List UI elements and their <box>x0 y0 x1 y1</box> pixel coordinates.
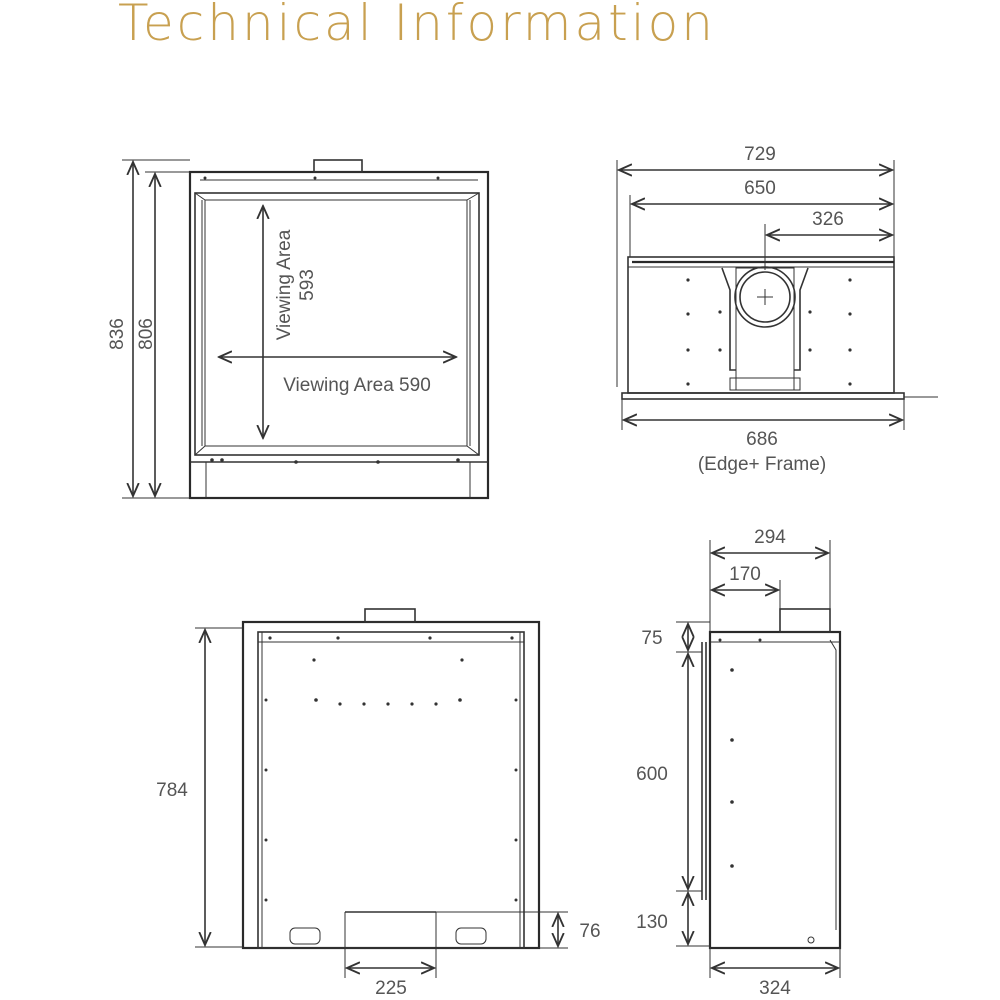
dim-75-label: 75 <box>641 628 662 649</box>
dim-686-label: 686 <box>746 429 778 450</box>
side-view: 294 170 75 600 130 324 <box>636 527 842 999</box>
side-flue-stub <box>779 608 831 633</box>
dim-130-label: 130 <box>636 912 668 933</box>
dim-76-label: 76 <box>579 921 600 942</box>
rear-body <box>257 631 525 949</box>
front-viewing-area <box>204 199 468 447</box>
viewing-width-label: Viewing Area 590 <box>283 375 431 396</box>
top-view: 729 650 326 686 (Edge+ Frame) <box>616 144 938 475</box>
dim-326-label: 326 <box>812 209 844 230</box>
front-view: 836 806 Viewing Area 593 Viewing Area 59… <box>107 159 490 500</box>
top-edge-frame <box>621 392 905 400</box>
viewing-height-value: 593 <box>297 269 318 301</box>
dim-650-label: 650 <box>744 178 776 199</box>
viewing-area-vertical-label: Viewing Area <box>274 229 295 340</box>
dim-600-label: 600 <box>636 764 668 785</box>
dim-324-label: 324 <box>759 978 791 999</box>
flue-inner-circle <box>739 271 791 323</box>
top-body <box>627 256 895 394</box>
dim-784-label: 784 <box>156 780 188 801</box>
front-flue-stub <box>313 159 363 173</box>
side-body <box>708 630 842 950</box>
dim-806-label: 806 <box>136 318 157 350</box>
front-outer-frame <box>188 170 490 500</box>
rear-outer-frame <box>241 620 541 950</box>
dim-836-label: 836 <box>107 318 128 350</box>
rear-flue-stub <box>364 608 416 623</box>
dim-170-label: 170 <box>729 564 761 585</box>
page-title: Technical Information <box>118 0 716 52</box>
front-glass-frame <box>194 192 480 456</box>
dim-294-label: 294 <box>754 527 786 548</box>
edge-frame-label: (Edge+ Frame) <box>698 454 826 475</box>
dim-729-label: 729 <box>744 144 776 165</box>
dim-225-label: 225 <box>375 978 407 999</box>
rear-view: 784 76 225 <box>156 608 601 999</box>
